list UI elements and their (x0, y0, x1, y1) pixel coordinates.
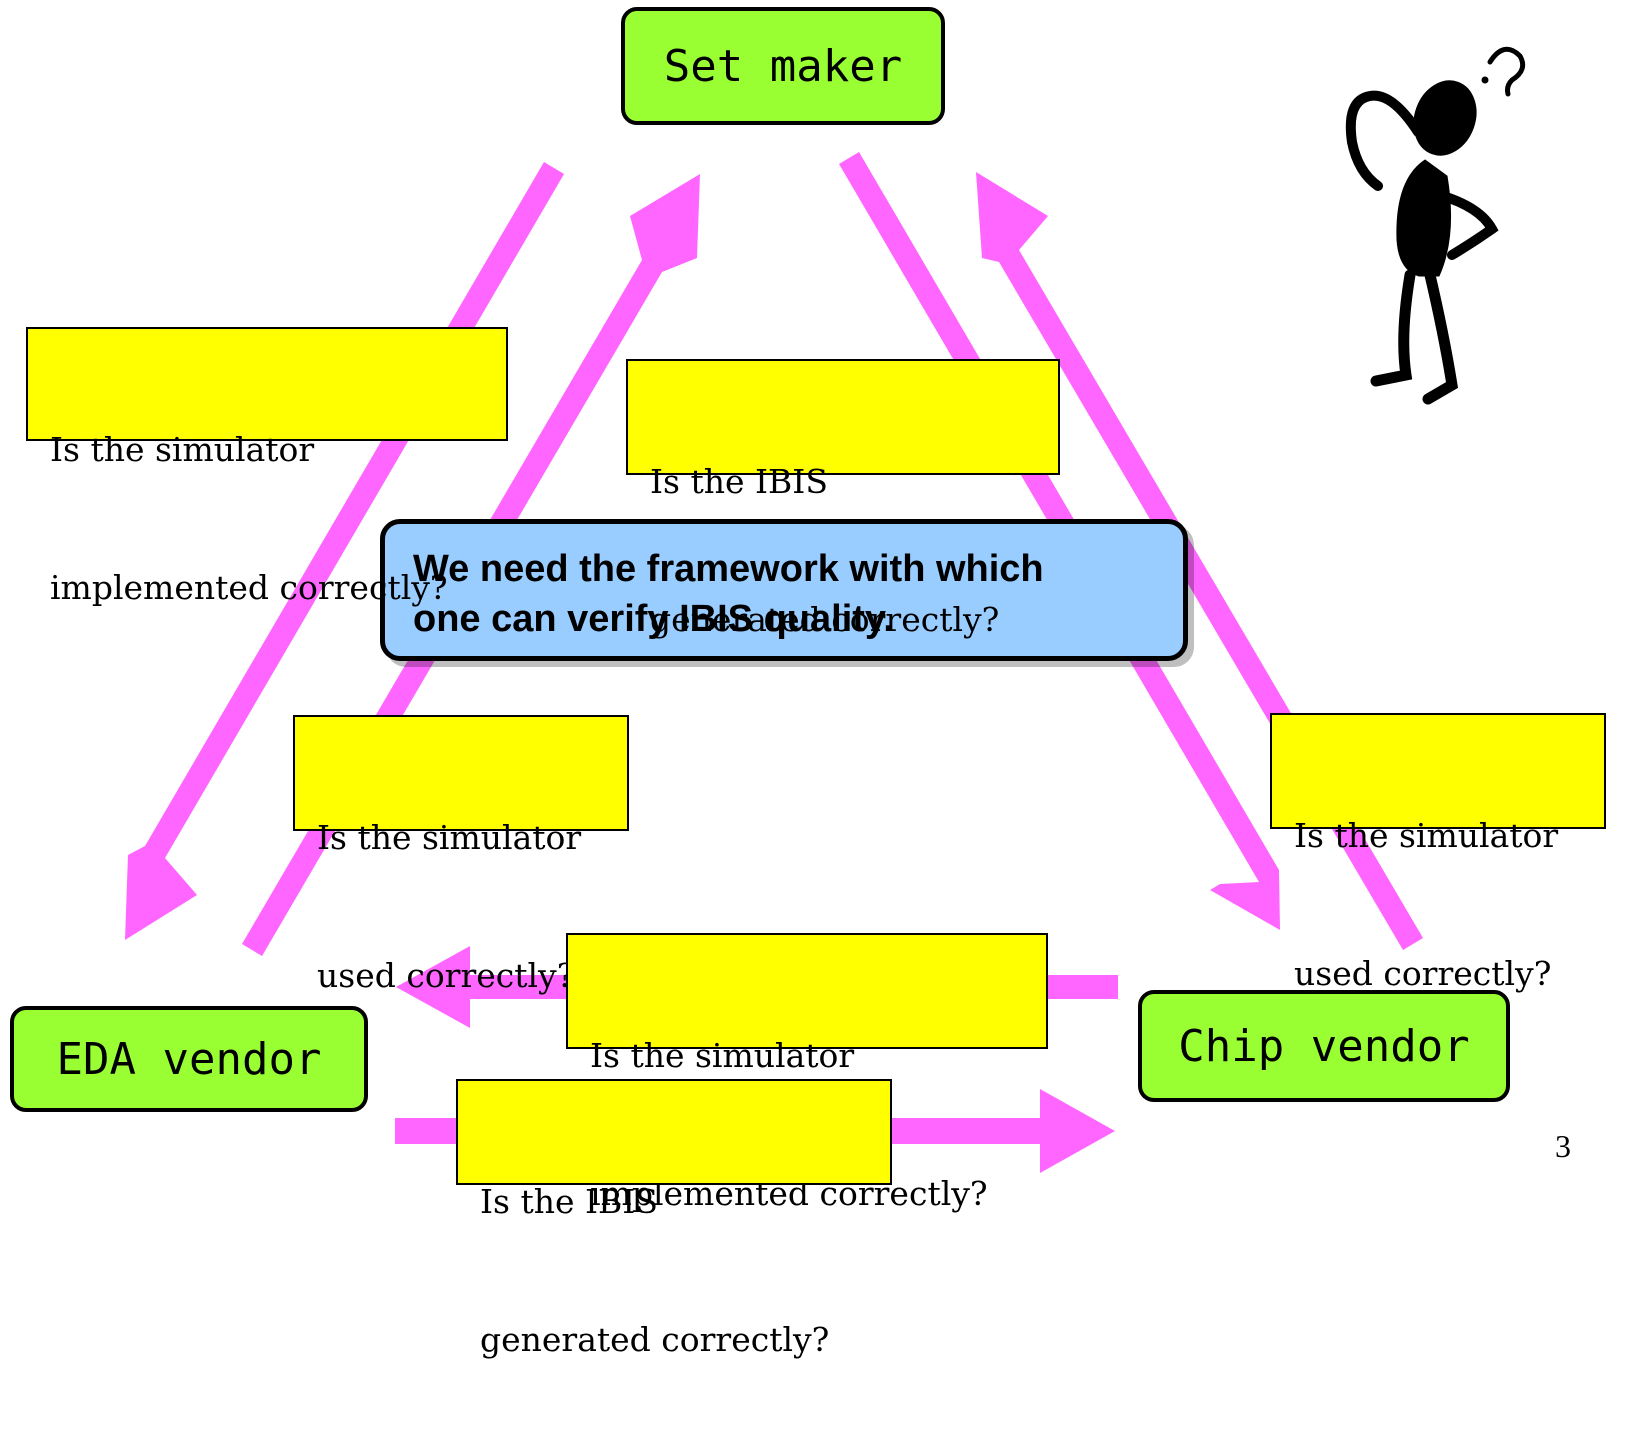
question-line: Is the simulator (50, 430, 315, 469)
framework-message-box: We need the framework with which one can… (380, 519, 1188, 661)
eda-vendor-node: EDA vendor (10, 1006, 368, 1112)
question-line: generated correctly? (480, 1320, 830, 1359)
question-line: generated correctly? (650, 600, 1000, 639)
question-line: Is the IBIS (650, 462, 828, 501)
question-line: implemented correctly? (50, 568, 448, 607)
question-line: Is the simulator (317, 818, 582, 857)
arrow-setmaker-to-chip (839, 152, 1280, 930)
question-line: used correctly? (317, 956, 575, 995)
question-line: Is the simulator (1294, 816, 1559, 855)
question-ibis-generated-bottom: Is the IBIS generated correctly? (456, 1079, 892, 1359)
thinking-person-with-question-mark-icon (1345, 46, 1526, 405)
question-ibis-generated-top-center: Is the IBIS generated correctly? (626, 359, 1060, 639)
page-number: 3 (1555, 1128, 1571, 1164)
slide: Set maker EDA vendor Chip vendor We need… (10, 7, 1606, 1359)
question-line: used correctly? (1294, 954, 1552, 993)
question-sim-implemented-bottom: Is the simulator implemented correctly? (566, 933, 1048, 1213)
question-sim-used-left: Is the simulator used correctly? (293, 715, 629, 995)
question-sim-used-right: Is the simulator used correctly? (1270, 713, 1606, 993)
question-line: Is the IBIS (480, 1182, 658, 1221)
set-maker-node: Set maker (621, 7, 945, 125)
chip-vendor-node: Chip vendor (1138, 990, 1510, 1102)
question-sim-implemented-top-left: Is the simulator implemented correctly? (26, 327, 508, 607)
framework-message-line1: We need the framework with which (413, 548, 1044, 590)
question-line: Is the simulator (590, 1036, 855, 1075)
framework-message-line2: one can verify IBIS quality. (413, 598, 894, 640)
